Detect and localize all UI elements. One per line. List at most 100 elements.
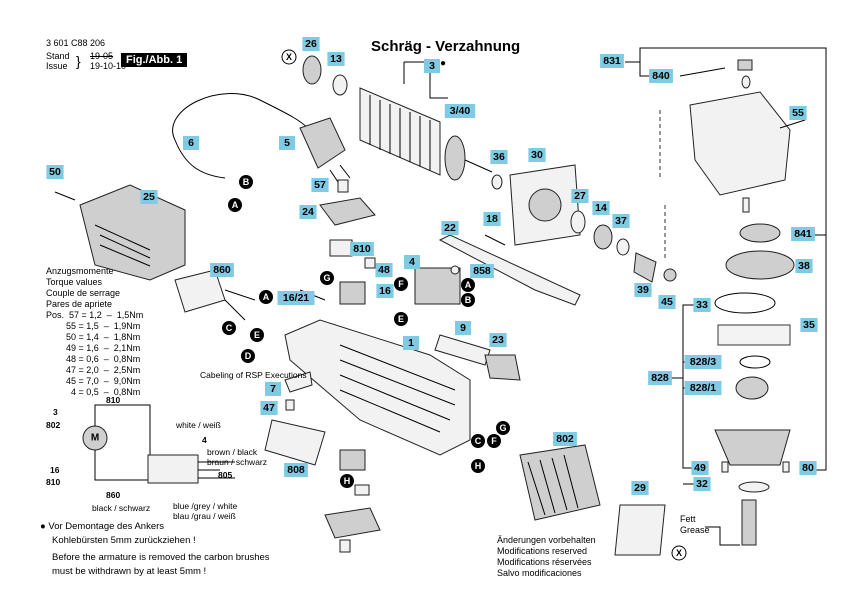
svg-text:C: C <box>475 436 482 446</box>
part-label-6: 6 <box>183 136 199 150</box>
svg-text:9: 9 <box>460 322 466 334</box>
note-en-2: must be withdrawn by at least 5mm ! <box>52 566 207 577</box>
part-label-1: 1 <box>403 336 419 350</box>
part-number: 3 601 C88 206 <box>46 38 106 48</box>
svg-text:E: E <box>398 314 404 324</box>
svg-text:G: G <box>499 423 506 433</box>
note-de-1: ● Vor Demontage des Ankers <box>40 521 165 532</box>
mod-fr: Modifications réservées <box>497 557 592 567</box>
part-label-828-1: 828/1 <box>684 381 722 395</box>
marker-b: B <box>239 175 253 189</box>
svg-text:802: 802 <box>556 433 574 445</box>
marker-h: H <box>340 474 354 488</box>
torque-row: 47 = 2,0 – 2,5Nm <box>46 365 141 375</box>
brace: } <box>76 53 81 69</box>
mod-de: Änderungen vorbehalten <box>497 535 596 545</box>
wiring-ref: 810 <box>106 395 120 405</box>
issue-label: Issue <box>46 61 68 71</box>
part-label-37: 37 <box>612 214 630 228</box>
svg-text:6: 6 <box>188 137 194 149</box>
stator-part <box>519 444 601 521</box>
marker-e: E <box>394 312 408 326</box>
part-label-831: 831 <box>600 54 624 68</box>
part-label-50: 50 <box>46 165 64 179</box>
part-label-808: 808 <box>284 463 308 477</box>
svg-text:A: A <box>232 200 239 210</box>
part-label-3-40: 3/40 <box>444 104 476 118</box>
wiring-ref: 805 <box>218 470 232 480</box>
part-label-49: 49 <box>691 461 709 475</box>
part-label-55: 55 <box>789 106 807 120</box>
svg-text:860: 860 <box>213 264 231 276</box>
blau-wire-label: blau /grau / weiß <box>173 511 236 521</box>
marker-e: E <box>250 328 264 342</box>
cabeling-label: Cabeling of RSP Executions <box>200 370 307 380</box>
plug-part <box>299 117 346 169</box>
svg-text:G: G <box>323 273 330 283</box>
svg-text:4: 4 <box>409 256 415 268</box>
black-wire-label: black / schwarz <box>92 503 150 513</box>
marker-f: F <box>487 434 501 448</box>
svg-text:35: 35 <box>803 319 815 331</box>
svg-text:50: 50 <box>49 166 61 178</box>
marker-c: C <box>222 321 236 335</box>
part-label-5: 5 <box>279 136 295 150</box>
marker-b: B <box>461 293 475 307</box>
svg-text:57: 57 <box>314 179 326 191</box>
housing-part <box>284 319 471 456</box>
part-label-860: 860 <box>210 263 234 277</box>
part-label-24: 24 <box>299 205 317 219</box>
blue-wire-label: blue /grey / white <box>173 501 238 511</box>
wiring-ref: 4 <box>202 435 207 445</box>
white-wire-label: white / weiß <box>175 420 221 430</box>
part-label-858: 858 <box>470 264 494 278</box>
motor-label: M <box>91 433 99 444</box>
torque-line-en: Torque values <box>46 277 103 287</box>
svg-text:F: F <box>491 436 497 446</box>
part-label-16-21: 16/21 <box>277 291 315 305</box>
svg-text:A: A <box>263 292 270 302</box>
torque-line-es: Pares de apriete <box>46 299 113 309</box>
svg-text:14: 14 <box>595 202 607 214</box>
switch-symbol <box>147 454 199 484</box>
wiring-ref: 3 <box>53 407 58 417</box>
svg-text:47: 47 <box>263 402 275 414</box>
svg-text:808: 808 <box>287 464 305 476</box>
lock-arm-part <box>438 234 581 306</box>
marker-d: D <box>241 349 255 363</box>
part-label-828-3: 828/3 <box>684 355 722 369</box>
svg-text:30: 30 <box>531 149 543 161</box>
part-label-828: 828 <box>648 371 672 385</box>
stand-date: 19-05 <box>90 51 114 61</box>
part-label-840: 840 <box>649 69 673 83</box>
svg-text:16/21: 16/21 <box>283 292 309 304</box>
torque-row: 48 = 0,6 – 0,8Nm <box>46 354 141 364</box>
torque-row: 50 = 1,4 – 1,8Nm <box>46 332 141 342</box>
svg-text:27: 27 <box>574 190 586 202</box>
part-label-3: 3 <box>424 59 440 73</box>
part-label-22: 22 <box>441 221 459 235</box>
part-label-33: 33 <box>693 298 711 312</box>
svg-text:X: X <box>286 52 292 62</box>
svg-text:38: 38 <box>798 260 810 272</box>
cover-part <box>79 184 186 281</box>
cable-end <box>174 139 226 179</box>
svg-text:828/3: 828/3 <box>690 356 716 368</box>
svg-text:24: 24 <box>302 206 314 218</box>
svg-text:13: 13 <box>330 53 342 65</box>
wiring-ref: 16 <box>50 465 60 475</box>
svg-text:33: 33 <box>696 299 708 311</box>
armature-bullet: ● <box>440 58 446 69</box>
part-label-7: 7 <box>265 382 281 396</box>
svg-text:858: 858 <box>473 265 491 277</box>
part-label-16: 16 <box>376 284 394 298</box>
stand-label: Stand <box>46 51 70 61</box>
part-label-802: 802 <box>553 432 577 446</box>
part-label-36: 36 <box>490 150 508 164</box>
part-label-810: 810 <box>350 242 374 256</box>
part-label-4: 4 <box>404 255 420 269</box>
issue-date: 19-10-10 <box>90 61 127 71</box>
part-label-39: 39 <box>634 283 652 297</box>
